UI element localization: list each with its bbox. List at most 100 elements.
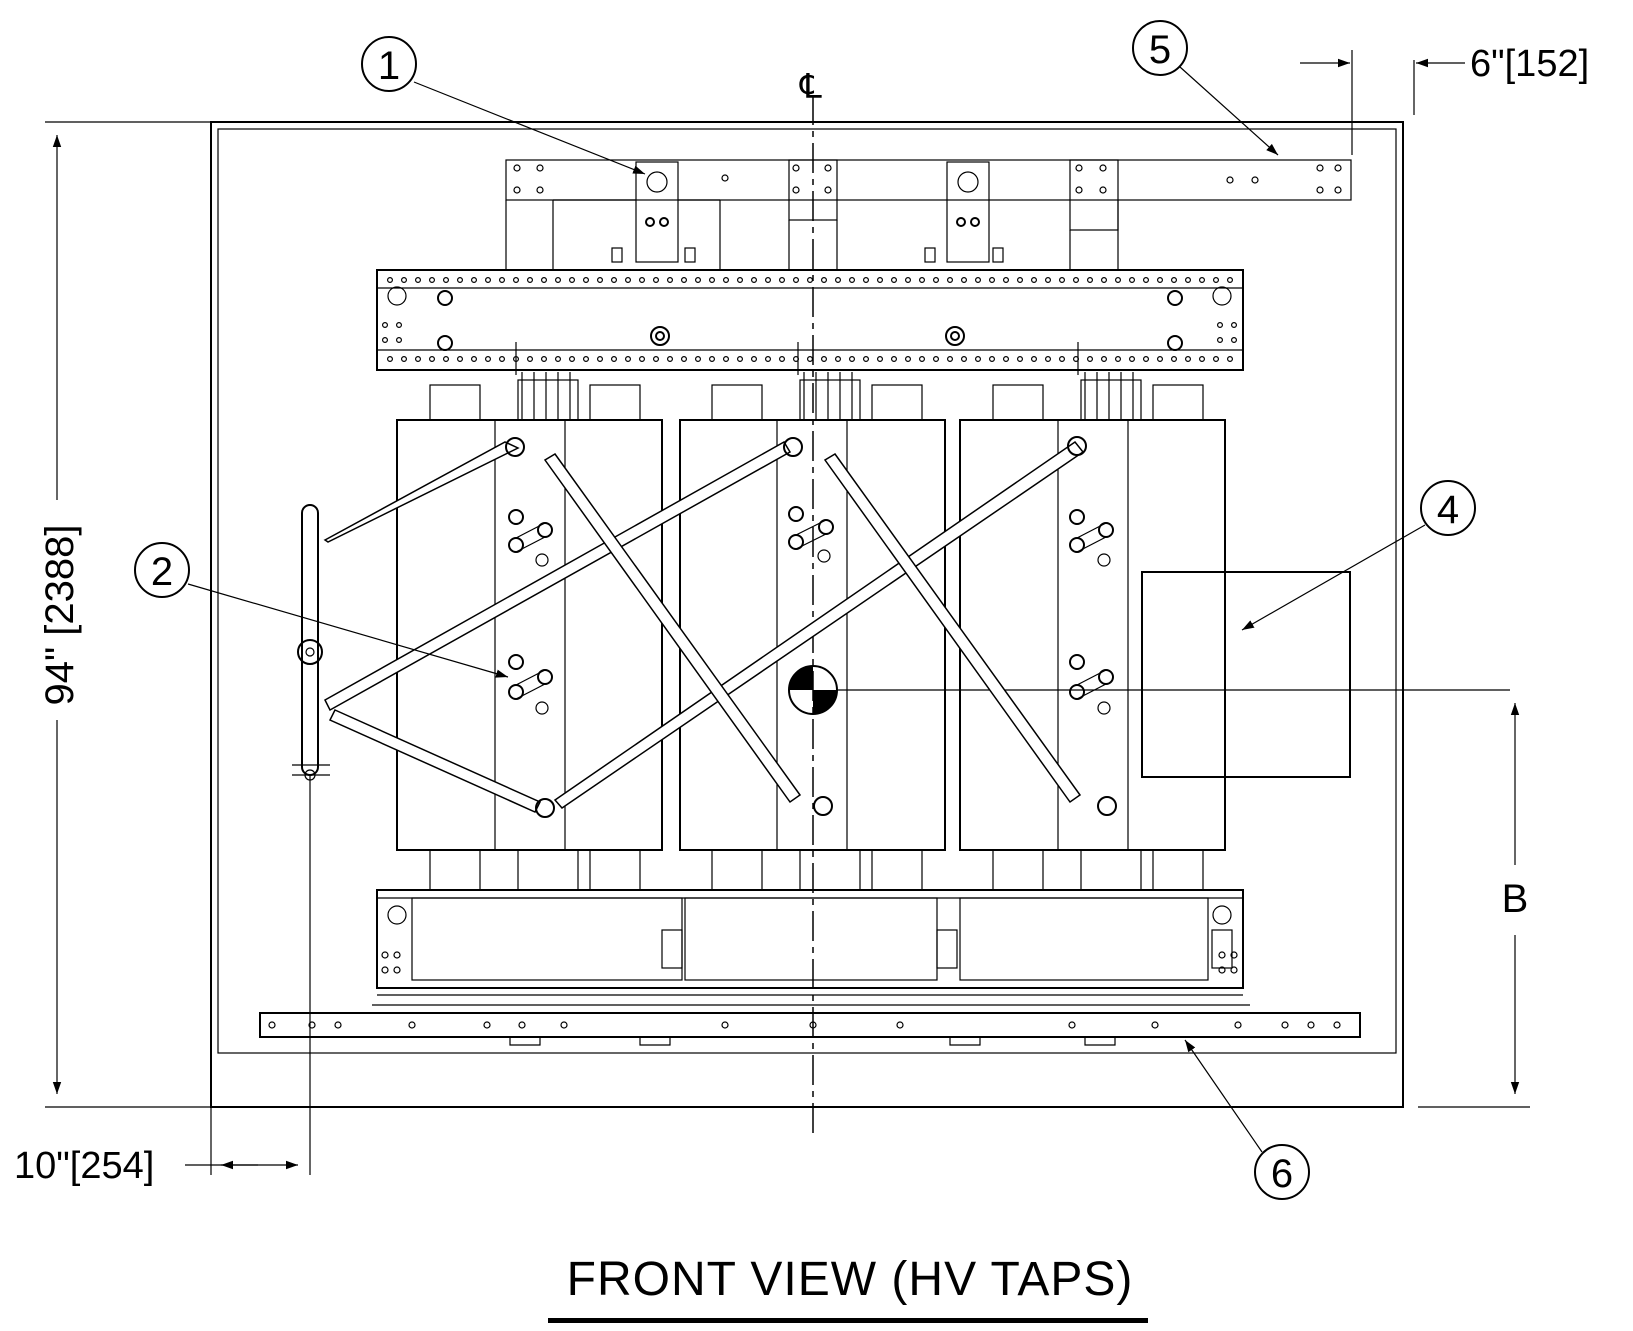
bolt-hole	[694, 277, 701, 284]
bolt-hole	[680, 277, 687, 284]
bolt-hole	[694, 356, 701, 363]
bolt-hole	[554, 277, 561, 284]
bolt-hole	[582, 356, 589, 363]
drawing-title-wrapper: FRONT VIEW (HV TAPS)	[540, 1252, 1160, 1307]
bolt-hole	[1212, 277, 1219, 284]
bolt-hole	[624, 356, 631, 363]
bolt-hole	[862, 356, 869, 363]
bolt-hole	[918, 356, 925, 363]
bolt-hole	[268, 1021, 276, 1029]
bolt-hole	[666, 356, 673, 363]
b-dimension-label: B	[1502, 877, 1529, 921]
bolt-hole	[382, 337, 389, 344]
bolt-hole	[932, 356, 939, 363]
spacer-block	[517, 849, 579, 891]
bolt-hole	[834, 277, 841, 284]
bolt-hole	[1086, 277, 1093, 284]
callout-6-number: 6	[1271, 1152, 1293, 1196]
bolt-hole	[1128, 277, 1135, 284]
bolt-hole	[1030, 356, 1037, 363]
hv-tap-links	[508, 506, 1114, 715]
bolt-hole	[483, 1021, 491, 1029]
height-dimension	[45, 121, 210, 1108]
bolt-hole	[1142, 356, 1149, 363]
left-offset-dimension	[185, 1107, 298, 1175]
bolt-hole	[1016, 277, 1023, 284]
bolt-hole	[1044, 356, 1051, 363]
bolt-hole	[1030, 277, 1037, 284]
bolt-hole	[499, 356, 506, 363]
bolt-hole	[721, 1021, 729, 1029]
bolt-hole	[876, 277, 883, 284]
bolt-hole	[568, 356, 575, 363]
bolt-hole	[638, 356, 645, 363]
bolt-hole	[792, 277, 799, 284]
bolt-hole	[415, 356, 422, 363]
right-offset-dimension	[1300, 50, 1465, 155]
right-offset-label: 6"[152]	[1470, 43, 1589, 85]
bolt-hole	[806, 356, 813, 363]
height-dimension-label: 94" [2388]	[38, 524, 82, 705]
bolt-hole	[809, 1021, 817, 1029]
bolt-hole	[526, 277, 533, 284]
callout-2: 2	[134, 542, 509, 678]
bolt-hole	[1100, 277, 1107, 284]
bolt-hole	[334, 1021, 342, 1029]
bolt-hole	[708, 356, 715, 363]
bolt-hole	[596, 277, 603, 284]
bolt-hole	[1216, 322, 1223, 329]
enclosure-outline	[210, 121, 1404, 1108]
bolt-hole	[485, 277, 492, 284]
center-of-gravity-symbol	[788, 665, 1510, 715]
bolt-hole	[1230, 337, 1237, 344]
bolt-hole	[560, 1021, 568, 1029]
bolt-hole	[946, 277, 953, 284]
bolt-hole	[666, 277, 673, 284]
bolt-hole	[1058, 356, 1065, 363]
bolt-hole	[624, 277, 631, 284]
bolt-hole	[1072, 277, 1079, 284]
left-offset-label: 10"[254]	[14, 1145, 154, 1187]
base-skid	[259, 1012, 1361, 1046]
bolt-hole	[1016, 356, 1023, 363]
bolt-hole	[1234, 1021, 1242, 1029]
spacer-block	[589, 849, 641, 891]
drawing-title: FRONT VIEW (HV TAPS)	[566, 1253, 1134, 1306]
spacer-block	[799, 379, 861, 421]
bolt-hole	[596, 356, 603, 363]
spacer-block	[429, 849, 481, 891]
bolt-hole	[1170, 356, 1177, 363]
bolt-hole	[652, 356, 659, 363]
bolt-hole	[1216, 337, 1223, 344]
clamp-frame-holes	[382, 277, 1237, 363]
bolt-hole	[429, 277, 436, 284]
bolt-hole	[1156, 277, 1163, 284]
bolt-hole	[722, 277, 729, 284]
bolt-hole	[1170, 277, 1177, 284]
bolt-hole	[396, 337, 403, 344]
bolt-hole	[918, 277, 925, 284]
bolt-hole	[778, 277, 785, 284]
centerline-symbol: ℄	[799, 68, 822, 106]
bolt-hole	[610, 356, 617, 363]
callout-1: 1	[361, 36, 646, 175]
bolt-hole	[499, 277, 506, 284]
bolt-hole	[820, 356, 827, 363]
callout-1-number: 1	[378, 44, 400, 88]
bolt-hole	[890, 356, 897, 363]
bolt-hole	[396, 322, 403, 329]
bolt-hole	[1151, 1021, 1159, 1029]
bolt-hole	[848, 356, 855, 363]
coil-left	[396, 419, 663, 851]
bolt-hole	[415, 277, 422, 284]
bolt-hole	[582, 277, 589, 284]
bolt-hole	[1002, 356, 1009, 363]
bolt-hole	[862, 277, 869, 284]
callout-2-number: 2	[151, 550, 173, 594]
bus-bar-holes	[513, 164, 1342, 194]
coil-cross-braces	[323, 436, 1117, 818]
lifting-post	[292, 504, 330, 1175]
bolt-hole	[778, 356, 785, 363]
bolt-hole	[1156, 356, 1163, 363]
